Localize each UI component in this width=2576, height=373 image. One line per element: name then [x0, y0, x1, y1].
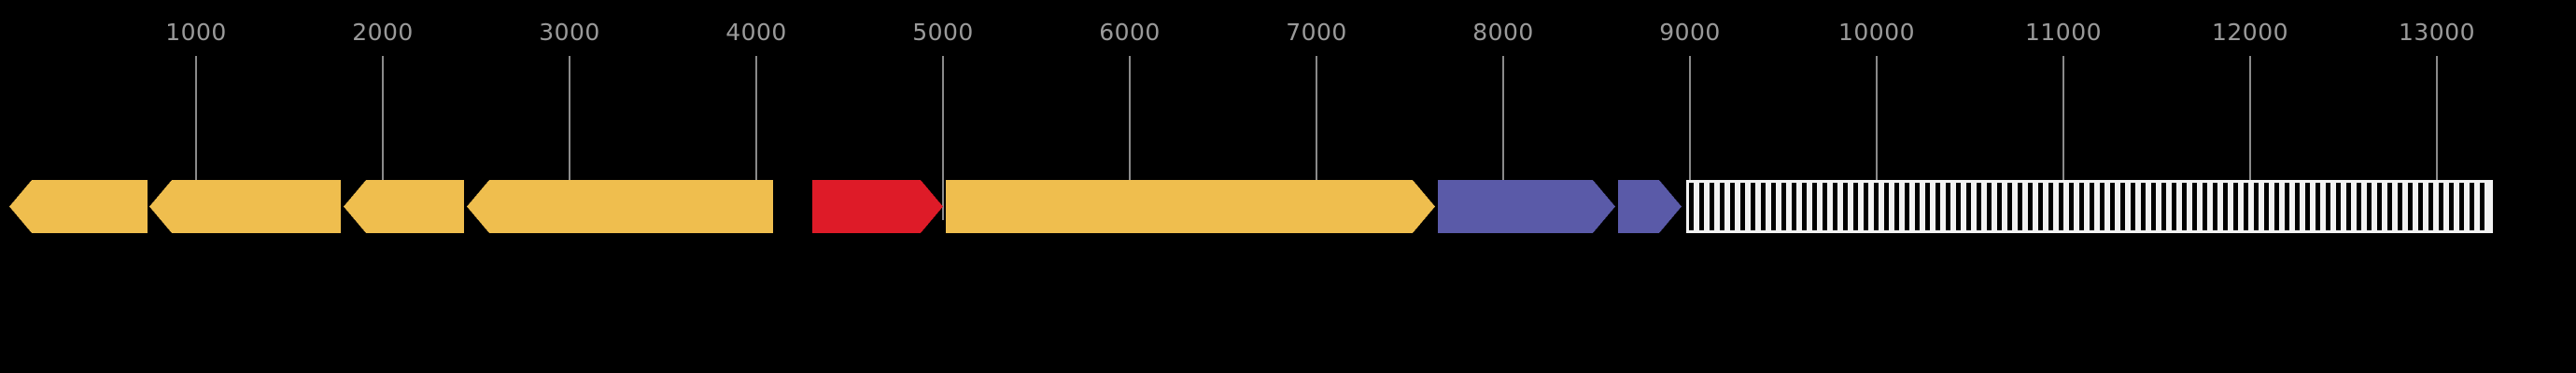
gene-feature[interactable] — [1618, 180, 1682, 233]
gene-feature[interactable] — [1686, 180, 2493, 233]
gene-feature[interactable] — [467, 180, 773, 233]
gene-feature[interactable] — [946, 180, 1435, 233]
gene-feature[interactable] — [9, 180, 148, 233]
gene-feature[interactable] — [149, 180, 341, 233]
gene-feature[interactable] — [812, 180, 943, 233]
gene-feature[interactable] — [344, 180, 464, 233]
gene-feature[interactable] — [1438, 180, 1615, 233]
